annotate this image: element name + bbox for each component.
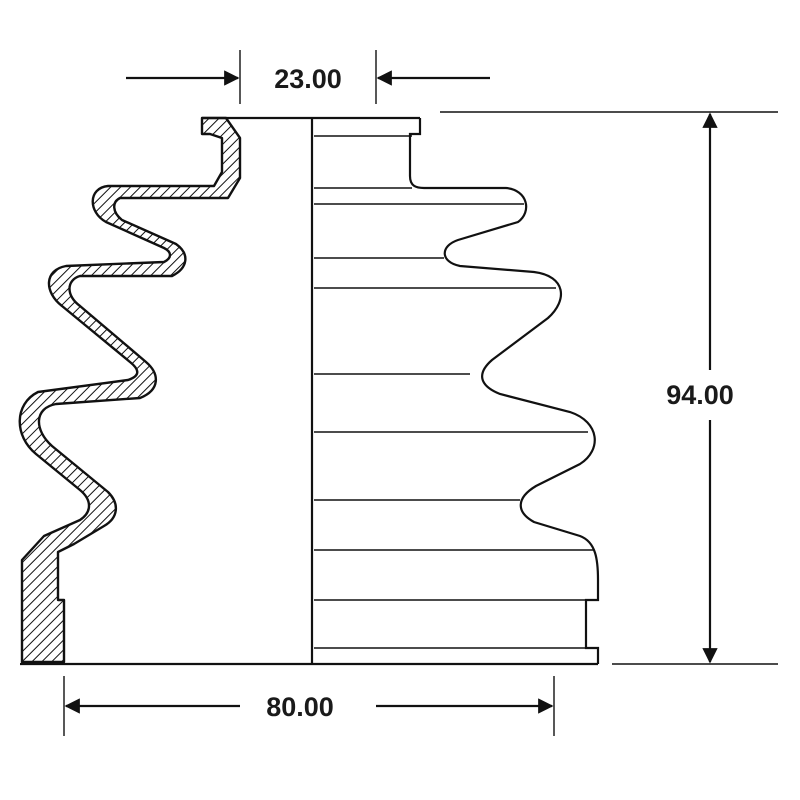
dimension-height: 94.00 [440, 111, 778, 665]
dimension-label-bottom: 80.00 [266, 692, 334, 722]
dimension-bottom-width: 80.00 [63, 676, 555, 736]
exterior-view [314, 118, 600, 664]
hatched-wall [18, 116, 242, 664]
section-view [18, 116, 598, 666]
dimension-top-width: 23.00 [126, 50, 490, 104]
outer-profile [408, 118, 600, 664]
dimension-label-height: 94.00 [666, 380, 734, 410]
dimension-label-top: 23.00 [274, 64, 342, 94]
